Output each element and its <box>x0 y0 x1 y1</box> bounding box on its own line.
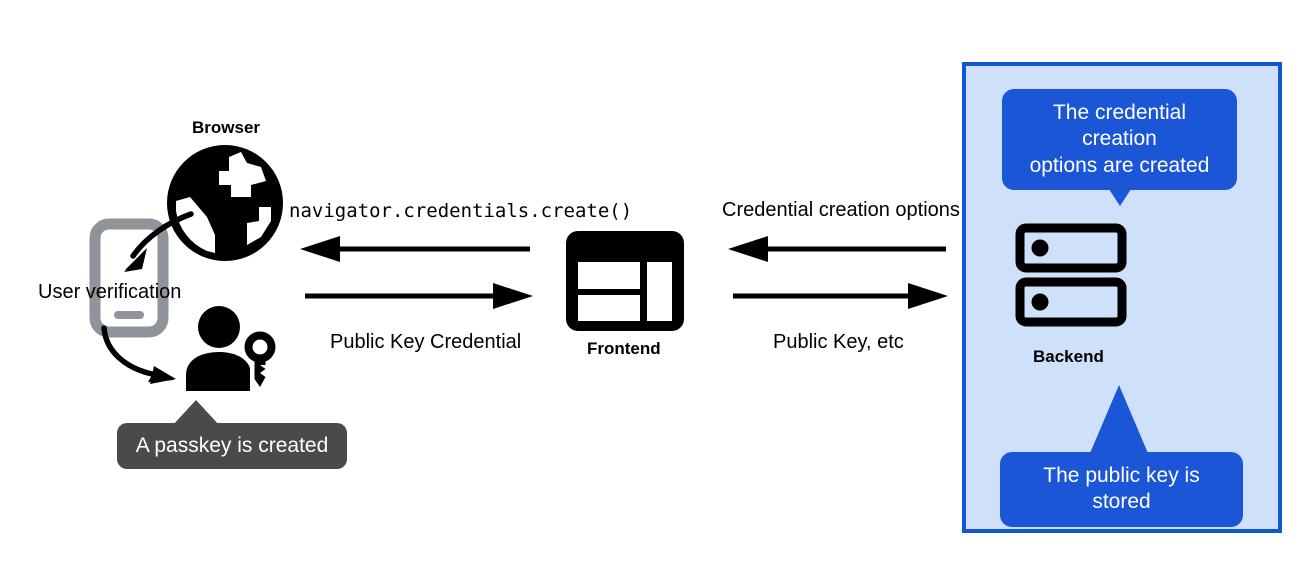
arrow-frontend-to-backend <box>733 283 948 309</box>
arrow-phone-to-user <box>96 324 216 394</box>
backend-label: Backend <box>1033 347 1104 366</box>
user-with-key-icon <box>186 305 282 391</box>
callout-public-key-stored: The public key is stored <box>1000 452 1243 527</box>
browser-label: Browser <box>192 118 261 137</box>
tooltip-tail <box>172 400 220 426</box>
arrow-browser-to-phone <box>95 200 225 290</box>
callout-top-line2: options are created <box>1029 153 1210 177</box>
edge-label-navigator-create: navigator.credentials.create() <box>289 200 633 222</box>
globe-icon <box>163 141 287 265</box>
callout-bottom-tail <box>1085 385 1153 465</box>
layout-dashboard-icon <box>566 231 684 331</box>
callout-top-line1: The credential creation <box>1052 101 1187 151</box>
callout-credential-options: The credential creation options are crea… <box>1002 89 1237 190</box>
tooltip-passkey-created: A passkey is created <box>117 423 347 469</box>
callout-bottom-line1: The public key is <box>1043 464 1200 487</box>
mobile-phone-icon <box>89 218 169 338</box>
arrow-frontend-to-browser <box>300 236 530 262</box>
edge-label-public-key-etc: Public Key, etc <box>773 331 904 353</box>
arrow-backend-to-frontend <box>728 236 946 262</box>
callout-bottom-line2: stored <box>1092 490 1151 514</box>
user-verification-label: User verification <box>38 281 182 303</box>
server-rack-icon <box>1015 223 1127 328</box>
edge-label-credential-creation-options: Credential creation options <box>722 199 960 221</box>
edge-label-public-key-credential: Public Key Credential <box>330 331 522 353</box>
frontend-label: Frontend <box>587 339 661 358</box>
arrow-browser-to-frontend <box>305 283 533 309</box>
